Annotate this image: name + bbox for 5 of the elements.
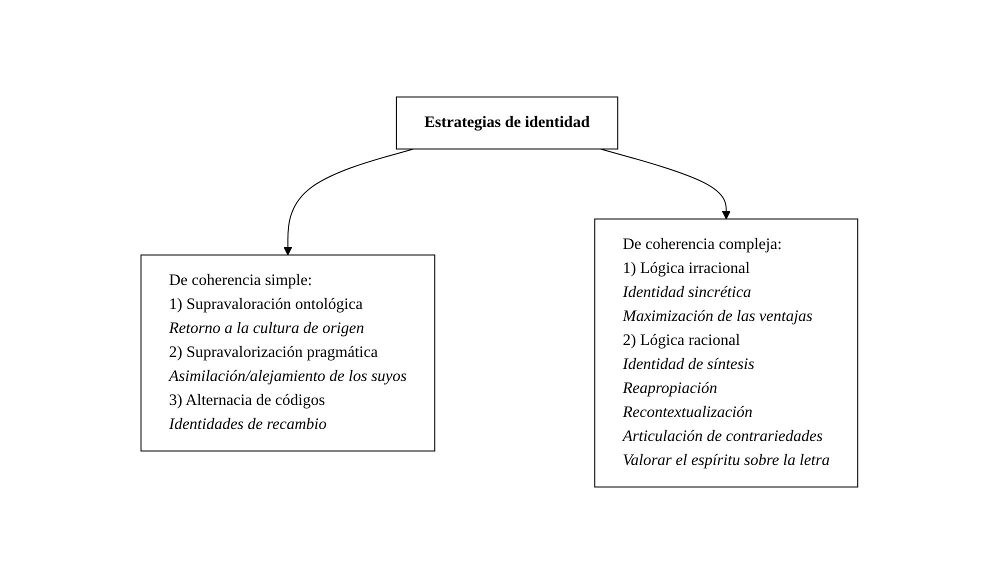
arrow bbox=[600, 148, 731, 219]
node-box: De coherencia simple: 1) Supravaloración ontológica Retorno a la cultura de origen 2) Supravalorización pragmática Asimilación/alejamiento de los suyos 3) Alternacia de códigos Identidades de recambio bbox=[140, 254, 436, 451]
node-box: Estrategias de identidad bbox=[396, 96, 618, 149]
arrow bbox=[284, 148, 414, 255]
node-box: De coherencia compleja: 1) Lógica irracional Identidad sincrética Maximización de las ventajas 2) Lógica racional Identidad de síntesis Reapropiación Recontextualización Articulación de contrariedades Valorar el espíritu sobre la letra bbox=[594, 218, 858, 487]
